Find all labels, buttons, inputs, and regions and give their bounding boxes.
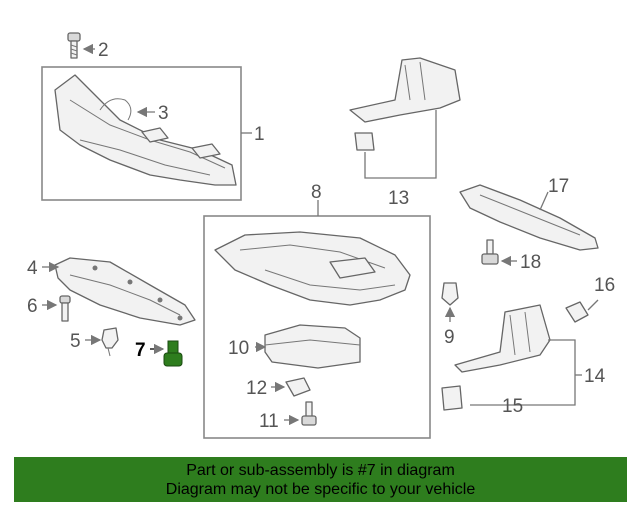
callout-2[interactable]: 2: [98, 40, 109, 61]
callout-9[interactable]: 9: [444, 327, 455, 348]
bolt-part-18[interactable]: [481, 239, 499, 265]
clip-part-5[interactable]: [101, 327, 119, 357]
info-banner: Part or sub-assembly is #7 in diagram Di…: [14, 457, 627, 502]
banner-line-2: Diagram may not be specific to your vehi…: [165, 481, 476, 498]
callout-6[interactable]: 6: [27, 296, 38, 317]
clip-part-16[interactable]: [565, 301, 589, 323]
deflector-part-14[interactable]: [454, 304, 551, 373]
parts-diagram: 1 2 3 4 6 5 7 8: [27, 32, 615, 439]
callout-1[interactable]: 1: [254, 124, 265, 145]
engine-under-cover-panel[interactable]: [54, 74, 237, 186]
banner-line-1: Part or sub-assembly is #7 in diagram: [186, 462, 455, 479]
shield-part-17[interactable]: [459, 184, 599, 251]
callout-14[interactable]: 14: [584, 366, 606, 387]
bolt-part-2[interactable]: [67, 32, 81, 59]
deflector-part-13[interactable]: [349, 57, 461, 123]
callout-16[interactable]: 16: [594, 275, 615, 296]
clip-part-13[interactable]: [354, 132, 375, 151]
bolt-part-7-highlighted[interactable]: [163, 340, 183, 367]
splash-shield-part-4[interactable]: [54, 257, 196, 326]
bolt-part-6[interactable]: [59, 295, 71, 322]
callout-13[interactable]: 13: [388, 188, 409, 209]
callout-5[interactable]: 5: [70, 331, 81, 352]
callout-18[interactable]: 18: [520, 252, 541, 273]
callout-15[interactable]: 15: [502, 396, 523, 417]
callout-10[interactable]: 10: [228, 338, 249, 359]
callout-4[interactable]: 4: [27, 258, 38, 279]
callout-3[interactable]: 3: [158, 103, 169, 124]
callout-11[interactable]: 11: [259, 411, 279, 432]
clip-part-3[interactable]: [99, 98, 132, 121]
callout-8[interactable]: 8: [311, 182, 322, 203]
callout-12[interactable]: 12: [246, 378, 267, 399]
engine-undercover-part-8[interactable]: [214, 231, 411, 306]
bolt-part-11[interactable]: [301, 401, 317, 426]
group-box-8: [203, 215, 431, 439]
callout-17[interactable]: 17: [548, 176, 569, 197]
clip-part-9[interactable]: [441, 282, 459, 306]
nut-part-12[interactable]: [285, 377, 311, 397]
callout-7[interactable]: 7: [135, 340, 146, 361]
cover-part-10[interactable]: [264, 324, 361, 369]
clip-part-15[interactable]: [441, 385, 463, 411]
